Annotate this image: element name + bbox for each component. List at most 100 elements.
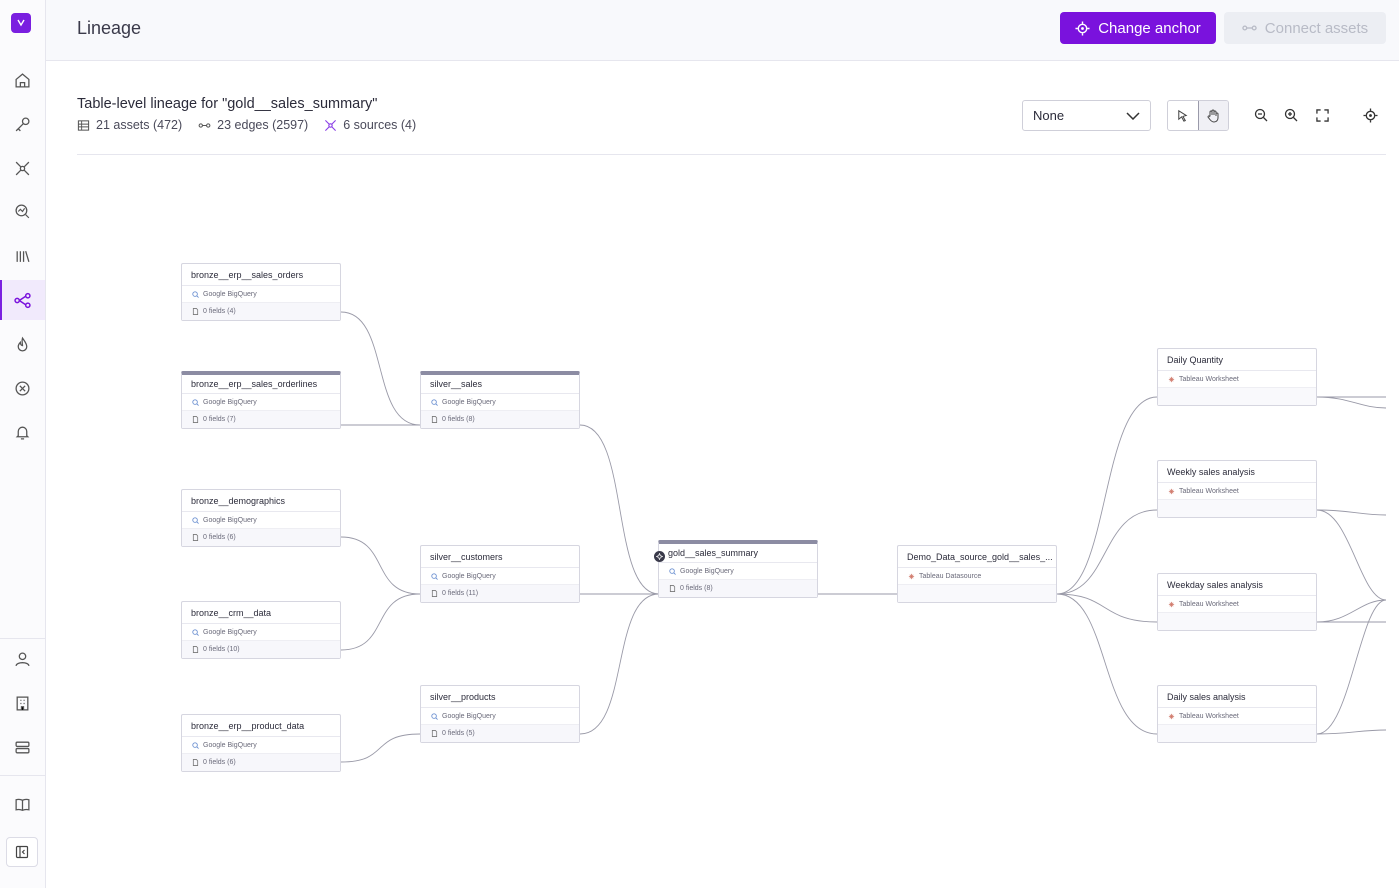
lineage-node[interactable]: bronze__demographics Google BigQuery 0 f… bbox=[181, 489, 341, 547]
select-mode-button[interactable] bbox=[1168, 101, 1198, 130]
pan-mode-button[interactable] bbox=[1197, 101, 1228, 130]
collapse-sidebar-button[interactable] bbox=[6, 837, 38, 867]
file-icon bbox=[431, 590, 438, 597]
node-fields-label: 0 fields (7) bbox=[203, 416, 236, 423]
node-title: Weekly sales analysis bbox=[1158, 461, 1316, 483]
node-fields[interactable]: 0 fields (6) bbox=[182, 529, 340, 546]
lineage-node[interactable]: silver__customers Google BigQuery 0 fiel… bbox=[420, 545, 580, 603]
tableau-icon bbox=[1168, 488, 1175, 494]
node-title: Demo_Data_source_gold__sales_... bbox=[898, 546, 1056, 568]
edge bbox=[340, 593, 421, 651]
node-fields-label: 0 fields (4) bbox=[203, 308, 236, 315]
lineage-node[interactable]: Weekly sales analysis Tableau Worksheet bbox=[1157, 460, 1317, 518]
node-title: silver__customers bbox=[421, 546, 579, 568]
change-anchor-button[interactable]: Change anchor bbox=[1060, 12, 1216, 44]
sources-count: 6 sources (4) bbox=[343, 118, 417, 132]
file-icon bbox=[431, 730, 438, 737]
lineage-node[interactable]: bronze__erp__product_data Google BigQuer… bbox=[181, 714, 341, 772]
node-fields[interactable]: 0 fields (10) bbox=[182, 641, 340, 658]
node-empty-row bbox=[898, 585, 1056, 602]
change-anchor-label: Change anchor bbox=[1098, 19, 1201, 37]
home-icon[interactable] bbox=[0, 60, 45, 100]
edge bbox=[1056, 593, 1158, 623]
lineage-node[interactable]: silver__products Google BigQuery 0 field… bbox=[420, 685, 580, 743]
edge bbox=[1056, 396, 1158, 595]
node-source-label: Google BigQuery bbox=[203, 290, 257, 298]
bell-icon[interactable] bbox=[0, 412, 45, 452]
tableau-icon bbox=[1168, 601, 1175, 607]
anchor-node[interactable]: gold__sales_summary Google BigQuery 0 fi… bbox=[654, 540, 818, 598]
node-fields[interactable]: 0 fields (5) bbox=[421, 725, 579, 742]
node-source-label: Google BigQuery bbox=[442, 572, 496, 580]
sidebar-divider bbox=[0, 638, 45, 639]
app-logo-icon[interactable] bbox=[11, 13, 31, 33]
node-fields[interactable]: 0 fields (4) bbox=[182, 303, 340, 320]
node-title: silver__sales bbox=[421, 375, 579, 394]
node-source-label: Tableau Worksheet bbox=[1179, 600, 1239, 608]
node-source: Tableau Datasource bbox=[898, 568, 1056, 585]
lineage-node[interactable]: Daily sales analysis Tableau Worksheet bbox=[1157, 685, 1317, 743]
lineage-node[interactable]: bronze__crm__data Google BigQuery 0 fiel… bbox=[181, 601, 341, 659]
sources-icon bbox=[325, 119, 337, 131]
edges-stat: 23 edges (2597) bbox=[198, 118, 308, 132]
node-source: Google BigQuery bbox=[421, 708, 579, 725]
node-fields-label: 0 fields (11) bbox=[442, 590, 479, 597]
user-icon[interactable] bbox=[0, 639, 45, 679]
bigquery-icon bbox=[192, 516, 199, 524]
fit-view-button[interactable] bbox=[1311, 104, 1333, 126]
group-by-select[interactable]: None bbox=[1022, 100, 1151, 131]
edge bbox=[340, 311, 421, 426]
lineage-node[interactable]: bronze__erp__sales_orders Google BigQuer… bbox=[181, 263, 341, 321]
node-fields[interactable]: 0 fields (11) bbox=[421, 585, 579, 602]
node-fields-label: 0 fields (5) bbox=[442, 730, 475, 737]
node-empty-row bbox=[1158, 388, 1316, 405]
page-header: Lineage Change anchor Connect assets bbox=[46, 0, 1399, 61]
node-fields[interactable]: 0 fields (7) bbox=[182, 411, 340, 428]
flame-icon[interactable] bbox=[0, 324, 45, 364]
node-fields[interactable]: 0 fields (8) bbox=[659, 580, 817, 597]
node-fields-label: 0 fields (8) bbox=[442, 416, 475, 423]
zoom-out-icon bbox=[1254, 108, 1268, 122]
edges-count: 23 edges (2597) bbox=[217, 118, 309, 132]
server-icon[interactable] bbox=[0, 727, 45, 767]
lineage-node[interactable]: silver__sales Google BigQuery 0 fields (… bbox=[420, 371, 580, 429]
zoom-in-icon bbox=[1284, 108, 1298, 122]
crosshair-icon bbox=[1362, 107, 1378, 123]
node-fields[interactable]: 0 fields (6) bbox=[182, 754, 340, 771]
tableau-icon bbox=[1168, 376, 1175, 382]
connect-assets-button[interactable]: Connect assets bbox=[1224, 12, 1386, 44]
node-source-label: Tableau Worksheet bbox=[1179, 712, 1239, 720]
zoom-out-button[interactable] bbox=[1250, 104, 1272, 126]
node-source-label: Google BigQuery bbox=[203, 516, 257, 524]
edge bbox=[1056, 593, 1158, 735]
library-icon[interactable] bbox=[0, 236, 45, 276]
node-source: Google BigQuery bbox=[421, 394, 579, 411]
key-icon[interactable] bbox=[0, 104, 45, 144]
lineage-node[interactable]: Daily Quantity Tableau Worksheet bbox=[1157, 348, 1317, 406]
book-icon[interactable] bbox=[0, 784, 45, 824]
lineage-node[interactable]: bronze__erp__sales_orderlines Google Big… bbox=[181, 371, 341, 429]
node-source: Google BigQuery bbox=[182, 286, 340, 303]
monitor-search-icon[interactable] bbox=[0, 191, 45, 231]
node-title: bronze__erp__product_data bbox=[182, 715, 340, 737]
zoom-in-button[interactable] bbox=[1280, 104, 1302, 126]
node-fields-label: 0 fields (6) bbox=[203, 759, 236, 766]
node-source-label: Google BigQuery bbox=[203, 628, 257, 636]
edge bbox=[1316, 396, 1387, 409]
group-by-value: None bbox=[1033, 108, 1065, 123]
building-icon[interactable] bbox=[0, 683, 45, 723]
file-icon bbox=[192, 646, 199, 653]
file-icon bbox=[192, 308, 199, 315]
assets-stat: 21 assets (472) bbox=[77, 118, 182, 132]
file-icon bbox=[192, 534, 199, 541]
focus-anchor-button[interactable] bbox=[1359, 104, 1381, 126]
graph-icon[interactable] bbox=[0, 148, 45, 188]
lineage-icon[interactable] bbox=[0, 280, 45, 320]
file-icon bbox=[192, 759, 199, 766]
lineage-node[interactable]: Demo_Data_source_gold__sales_... Tableau… bbox=[897, 545, 1057, 603]
node-empty-row bbox=[1158, 613, 1316, 630]
close-circle-icon[interactable] bbox=[0, 368, 45, 408]
file-icon bbox=[431, 416, 438, 423]
node-fields[interactable]: 0 fields (8) bbox=[421, 411, 579, 428]
lineage-node[interactable]: Weekday sales analysis Tableau Worksheet bbox=[1157, 573, 1317, 631]
